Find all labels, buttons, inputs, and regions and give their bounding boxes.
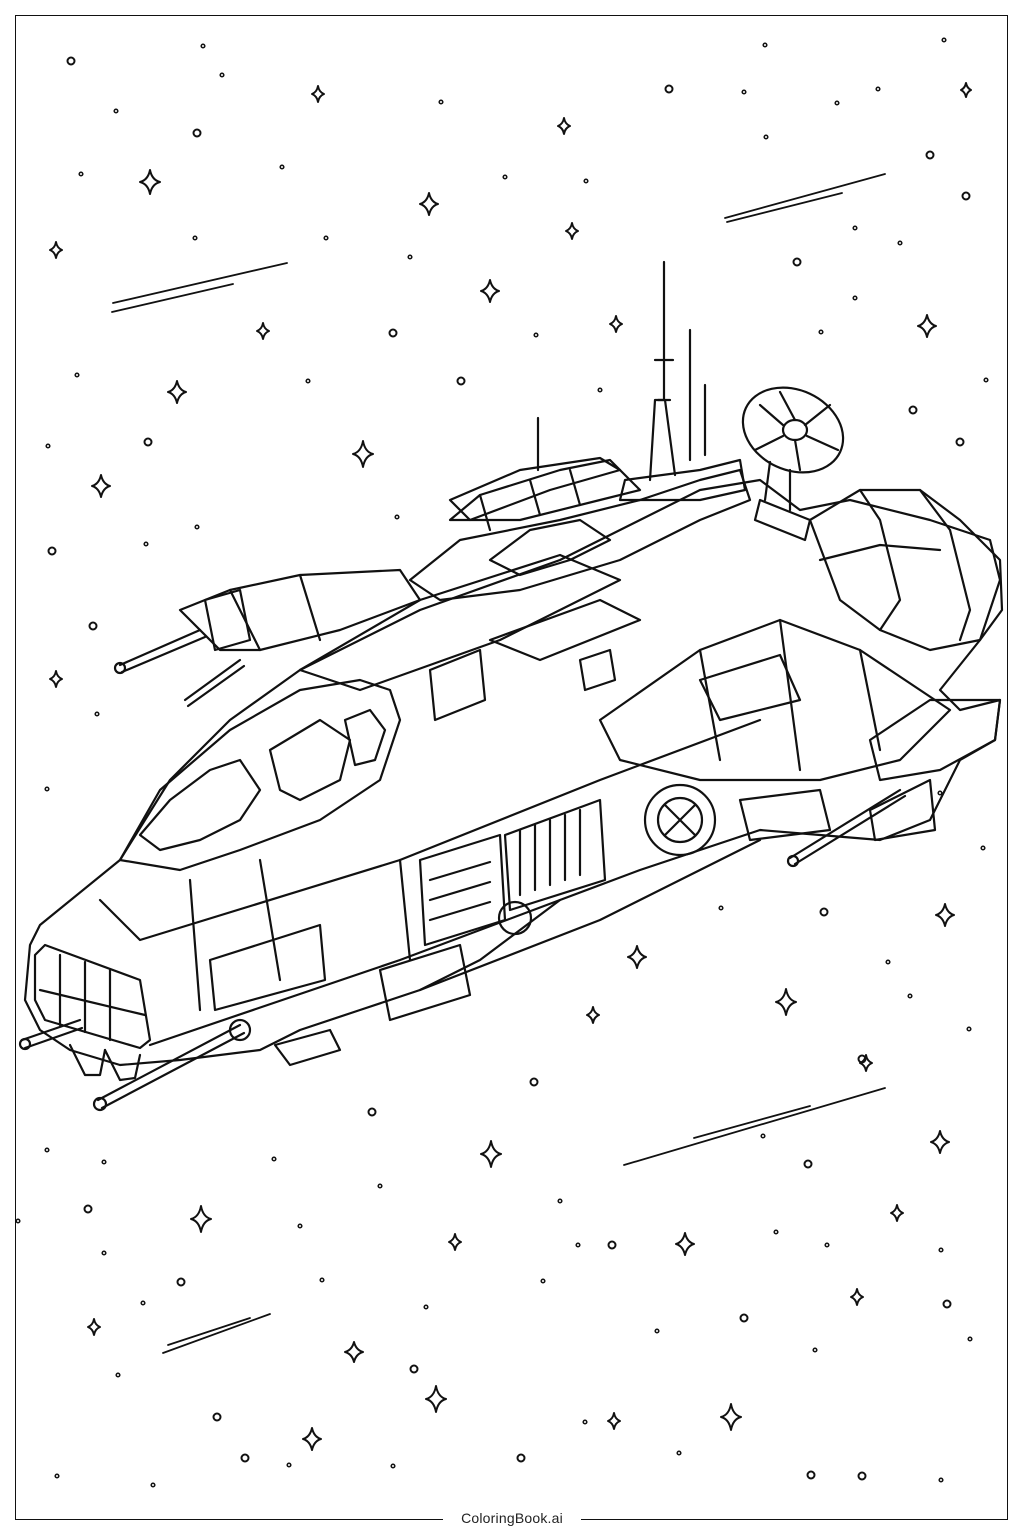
circle-stars: [47, 56, 971, 1481]
side-vents: [503, 798, 607, 912]
watermark: ColoringBook.ai: [0, 1510, 1024, 1528]
watermark-text: ColoringBook.ai: [443, 1510, 581, 1526]
shooting-star-streaks: [111, 173, 886, 1354]
antenna-main: [648, 398, 677, 482]
turbine-port: [643, 783, 717, 857]
right-wing: [598, 618, 952, 782]
sparkle-stars: [49, 82, 972, 1451]
bridge-tower: [618, 458, 747, 502]
cockpit-canopy: [118, 678, 402, 872]
left-wing: [178, 568, 422, 652]
radar-dish: [741, 386, 845, 542]
front-cannon-left: [20, 1018, 84, 1050]
starfield: [15, 37, 989, 1488]
rear-engines: [448, 456, 1004, 652]
front-cannon-right: [96, 1023, 246, 1110]
front-grille: [33, 943, 152, 1050]
right-wing-cannon: [868, 698, 1002, 782]
left-wing-cannon: [118, 628, 207, 674]
spaceship-illustration: [18, 260, 1004, 1112]
dot-stars: [15, 37, 989, 1488]
